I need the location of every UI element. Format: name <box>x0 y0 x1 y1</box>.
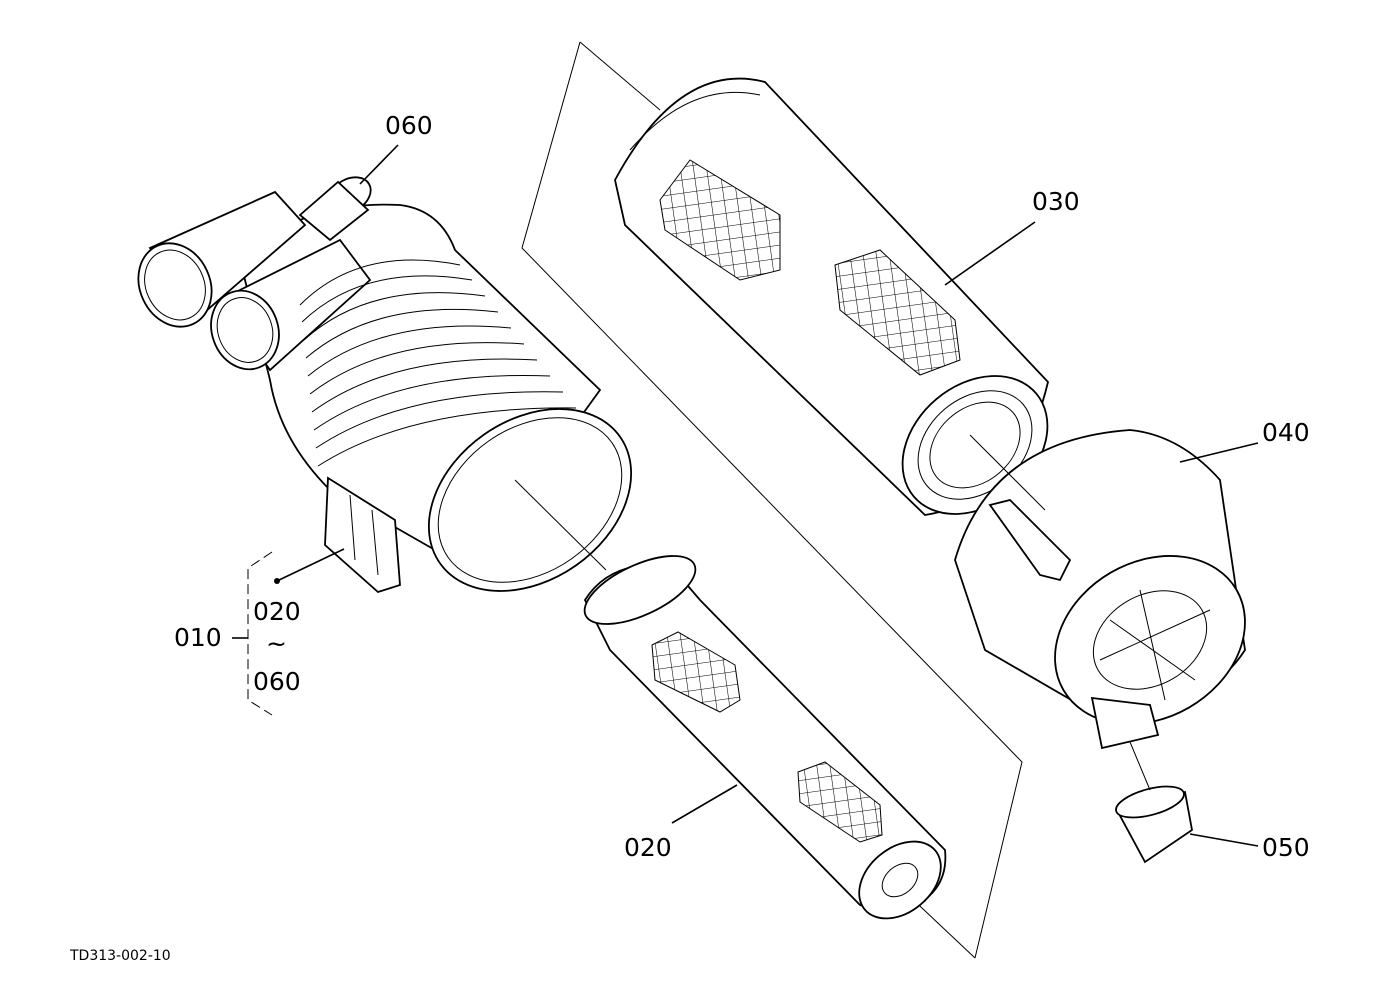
housing-ribs <box>299 259 577 467</box>
label-060: 060 <box>385 111 433 140</box>
label-040: 040 <box>1262 418 1310 447</box>
evacuator-valve <box>1115 785 1193 864</box>
inner-filter-element <box>583 555 947 920</box>
leader-dot <box>274 578 280 584</box>
label-030: 030 <box>1032 187 1080 216</box>
label-010: 010 <box>174 623 222 652</box>
label-060-range-end: 060 <box>253 667 301 696</box>
label-050: 050 <box>1262 833 1310 862</box>
label-range-tilde: ~ <box>266 629 287 658</box>
leader-lines <box>232 144 1259 847</box>
outer-filter-element <box>614 77 1049 516</box>
label-020-range-start: 020 <box>253 597 301 626</box>
dust-cover <box>954 429 1246 750</box>
drawing-number: TD313-002-10 <box>69 948 171 964</box>
air-cleaner-housing <box>137 176 633 594</box>
label-020: 020 <box>624 833 672 862</box>
